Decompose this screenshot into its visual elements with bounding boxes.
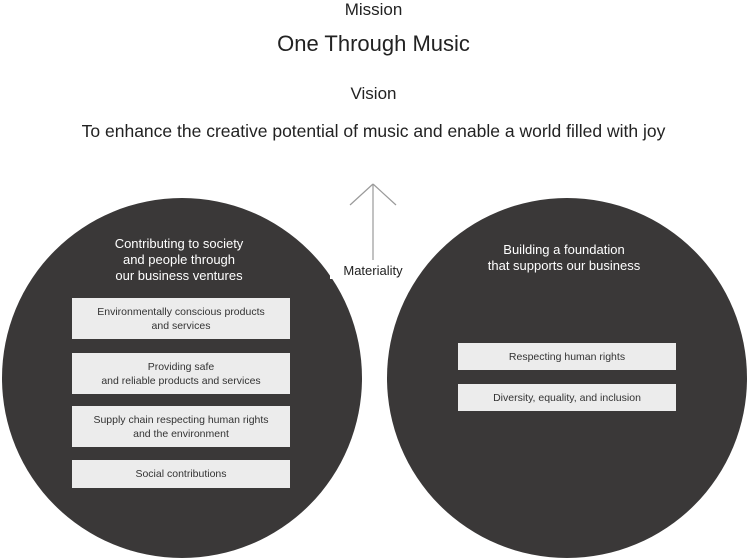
materiality-item-human-rights: Respecting human rights — [458, 343, 676, 370]
materiality-item-safe-products: Providing safe and reliable products and… — [72, 353, 290, 394]
right-circle-title: Building a foundation that supports our … — [457, 242, 671, 274]
item-line: Supply chain respecting human rights — [93, 413, 269, 426]
materiality-item-environment-products: Environmentally conscious products and s… — [72, 298, 290, 339]
mission-statement: One Through Music — [277, 31, 470, 56]
item-line: Environmentally conscious products — [97, 305, 265, 318]
item-line: and the environment — [133, 427, 229, 440]
right-circle-business-foundation — [387, 198, 747, 558]
item-line: Respecting human rights — [508, 350, 626, 363]
left-circle-title: Contributing to society and people throu… — [74, 236, 284, 284]
left-title-line: our business ventures — [115, 268, 243, 283]
vision-label: Vision — [350, 84, 397, 103]
materiality-label: Materiality — [330, 263, 416, 279]
left-title-line: and people through — [122, 252, 236, 267]
item-line: and reliable products and services — [101, 374, 261, 387]
materiality-item-supply-chain: Supply chain respecting human rights and… — [72, 406, 290, 447]
right-title-line: that supports our business — [487, 258, 641, 273]
up-arrow-icon — [349, 183, 397, 260]
right-title-line: Building a foundation — [503, 242, 625, 257]
item-line: and services — [151, 319, 211, 332]
mission-label: Mission — [344, 0, 403, 19]
left-title-line: Contributing to society — [114, 236, 244, 251]
item-line: Diversity, equality, and inclusion — [493, 391, 641, 404]
vision-statement: To enhance the creative potential of mus… — [81, 121, 666, 141]
item-line: Social contributions — [135, 468, 227, 480]
item-line: Providing safe — [147, 360, 215, 373]
materiality-item-social-contributions: Social contributions — [72, 460, 290, 488]
materiality-item-diversity: Diversity, equality, and inclusion — [458, 384, 676, 411]
